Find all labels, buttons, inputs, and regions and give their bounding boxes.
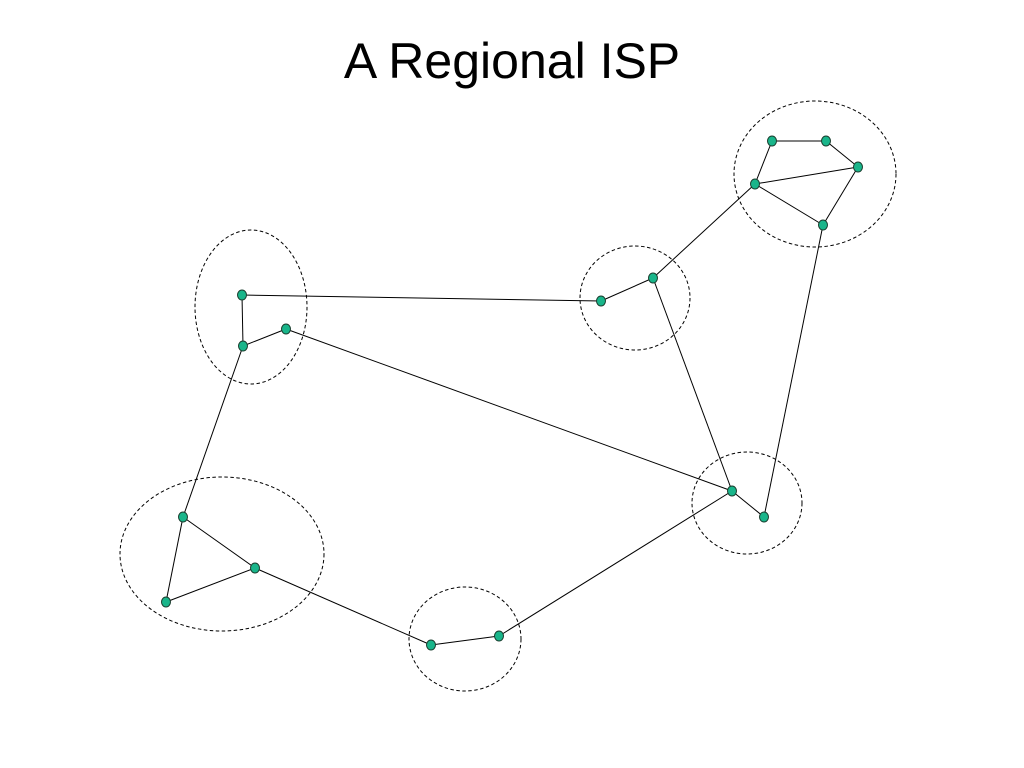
region-right-boundary <box>691 451 803 555</box>
router-node-n2 <box>821 135 831 147</box>
link-n5-n12 <box>763 224 824 518</box>
router-node-n11 <box>727 485 737 497</box>
router-node-n15 <box>250 562 260 574</box>
link-n14-n15 <box>165 567 256 603</box>
router-node-n16 <box>426 639 436 651</box>
router-node-n4 <box>750 178 760 190</box>
region-top-right-boundary <box>733 100 897 248</box>
link-n9-n13 <box>182 345 244 518</box>
link-n7-n4 <box>652 183 756 279</box>
region-upper-middle-boundary <box>579 245 691 351</box>
link-n4-n1 <box>754 140 773 185</box>
links-layer <box>165 140 859 646</box>
link-n16-n17 <box>430 635 500 646</box>
link-n2-n3 <box>825 140 859 168</box>
link-n9-n10 <box>242 328 287 347</box>
link-n13-n15 <box>182 516 256 569</box>
router-node-n9 <box>238 340 248 352</box>
regions-layer <box>119 100 897 692</box>
region-lower-left-boundary <box>119 476 325 632</box>
router-node-n1 <box>767 135 777 147</box>
router-node-n8 <box>237 289 247 301</box>
router-node-n10 <box>281 323 291 335</box>
link-n5-n4 <box>754 183 824 226</box>
region-upper-left-boundary <box>194 229 308 385</box>
link-n6-n7 <box>600 277 654 302</box>
link-n11-n12 <box>731 490 765 518</box>
link-n10-n11 <box>285 328 733 492</box>
link-n17-n11 <box>498 490 733 637</box>
router-node-n3 <box>853 161 863 173</box>
link-n13-n14 <box>165 516 184 603</box>
link-n15-n16 <box>254 567 432 646</box>
link-n7-n11 <box>652 277 733 492</box>
router-node-n13 <box>178 511 188 523</box>
region-bottom-middle-boundary <box>408 586 522 692</box>
router-node-n12 <box>759 511 769 523</box>
link-n3-n5 <box>822 166 859 226</box>
nodes-layer <box>161 135 863 651</box>
link-n8-n6 <box>241 294 602 302</box>
link-n8-n9 <box>241 294 244 347</box>
router-node-n17 <box>494 630 504 642</box>
link-n4-n3 <box>754 166 859 185</box>
router-node-n14 <box>161 596 171 608</box>
router-node-n7 <box>648 272 658 284</box>
router-node-n6 <box>596 295 606 307</box>
router-node-n5 <box>818 219 828 231</box>
slide-title: A Regional ISP <box>343 33 681 89</box>
